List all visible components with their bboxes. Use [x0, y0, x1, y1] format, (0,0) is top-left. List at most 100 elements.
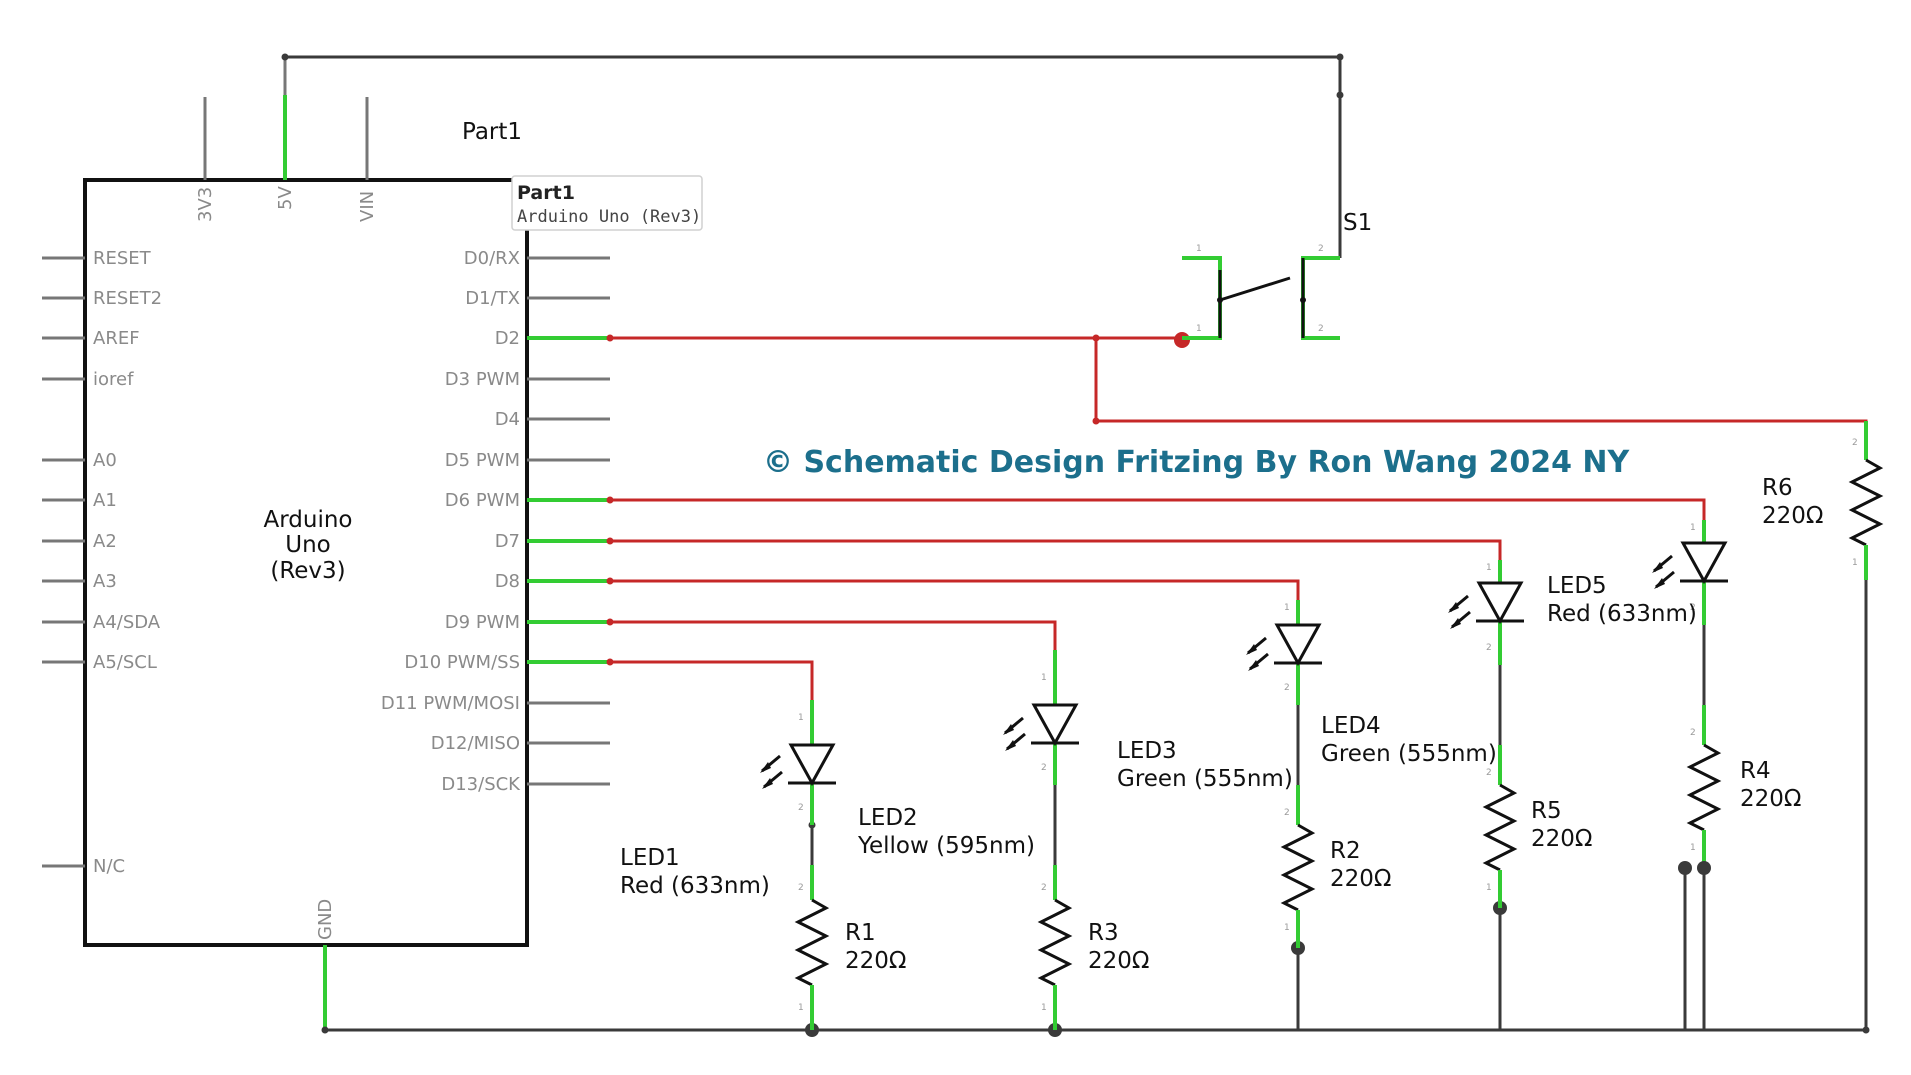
- svg-text:1: 1: [1041, 1003, 1047, 1013]
- svg-text:1: 1: [1486, 883, 1492, 893]
- r5[interactable]: 2 1: [1482, 665, 1518, 908]
- watermark-text: © Schematic Design Fritzing By Ron Wang …: [763, 445, 1631, 480]
- pin-label-5v: 5V: [275, 186, 296, 210]
- led5-name: LED5: [1547, 573, 1607, 599]
- led3-name: LED3: [1117, 738, 1177, 764]
- svg-text:2: 2: [1852, 438, 1858, 448]
- svg-text:2: 2: [1041, 883, 1047, 893]
- wire-d8-to-led3: [610, 579, 1300, 600]
- board-name-line-3: (Rev3): [270, 558, 345, 584]
- svg-text:1: 1: [1196, 324, 1202, 334]
- pin-label-d13: D13/SCK: [441, 774, 521, 795]
- r5-value: 220Ω: [1531, 826, 1592, 852]
- pin-label-a4-sda: A4/SDA: [93, 612, 161, 633]
- r5-name: R5: [1531, 798, 1562, 824]
- led2[interactable]: 1 2: [1003, 650, 1079, 785]
- tooltip-title: Part1: [517, 182, 575, 204]
- pin-label-a2: A2: [93, 531, 117, 552]
- led1-desc: Red (633nm): [620, 873, 770, 899]
- r3-value: 220Ω: [1088, 948, 1149, 974]
- svg-text:2: 2: [1041, 763, 1047, 773]
- pin-label-d3: D3 PWM: [445, 369, 520, 390]
- svg-text:1: 1: [1196, 244, 1202, 254]
- red-wires: [610, 336, 1868, 700]
- board-name-line-1: Arduino: [263, 507, 352, 533]
- r1-value: 220Ω: [845, 948, 906, 974]
- pin-label-a5-scl: A5/SCL: [93, 652, 157, 673]
- pin-label-gnd: GND: [315, 899, 336, 940]
- r2[interactable]: 2 1: [1280, 705, 1316, 948]
- pin-label-d5: D5 PWM: [445, 450, 520, 471]
- svg-text:2: 2: [1690, 728, 1696, 738]
- r3[interactable]: 2 1: [1037, 785, 1073, 1030]
- svg-text:2: 2: [1486, 643, 1492, 653]
- svg-text:2: 2: [798, 803, 804, 813]
- svg-text:2: 2: [1690, 603, 1696, 613]
- right-pins: D0/RX D1/TX D2 D3 PWM D4 D5 PWM D6 PWM D…: [381, 248, 610, 795]
- svg-text:1: 1: [1284, 923, 1290, 933]
- svg-text:2: 2: [1318, 244, 1324, 254]
- r6-value: 220Ω: [1762, 503, 1823, 529]
- pin-label-d1: D1/TX: [465, 288, 520, 309]
- led4-desc: Green (555nm): [1321, 741, 1497, 767]
- svg-text:1: 1: [1852, 558, 1858, 568]
- led2-desc: Yellow (595nm): [857, 833, 1035, 859]
- led5[interactable]: 1 2: [1652, 520, 1728, 625]
- pin-label-d4: D4: [495, 409, 520, 430]
- svg-text:1: 1: [1690, 843, 1696, 853]
- r1[interactable]: 2 1: [794, 825, 830, 1030]
- part-tooltip: [511, 175, 703, 231]
- r6[interactable]: 2 1: [1848, 421, 1884, 580]
- r4-value: 220Ω: [1740, 786, 1801, 812]
- svg-text:2: 2: [1284, 683, 1290, 693]
- wire-d7-to-led4: [610, 539, 1502, 560]
- pin-label-d8: D8: [495, 571, 520, 592]
- svg-text:2: 2: [1318, 324, 1324, 334]
- pin-label-d7: D7: [495, 531, 520, 552]
- arduino-body[interactable]: [83, 178, 529, 947]
- board-name-line-2: Uno: [285, 532, 330, 558]
- svg-text:2: 2: [1486, 768, 1492, 778]
- left-pins: RESET RESET2 AREF ioref A0 A1 A2 A3 A4/S…: [42, 248, 162, 877]
- pin-label-reset2: RESET2: [93, 288, 162, 309]
- led4[interactable]: 1 2: [1448, 560, 1524, 665]
- pin-label-d12: D12/MISO: [431, 733, 520, 754]
- pin-label-nc: N/C: [93, 856, 125, 877]
- pin-label-a1: A1: [93, 490, 117, 511]
- svg-text:1: 1: [1284, 603, 1290, 613]
- svg-text:1: 1: [1041, 673, 1047, 683]
- pin-label-a3: A3: [93, 571, 117, 592]
- led5-desc: Red (633nm): [1547, 601, 1697, 627]
- pin-label-aref: AREF: [93, 328, 140, 349]
- svg-text:1: 1: [798, 1003, 804, 1013]
- r4[interactable]: 2 1: [1686, 625, 1722, 1030]
- r2-name: R2: [1330, 838, 1361, 864]
- svg-text:1: 1: [1690, 523, 1696, 533]
- led1[interactable]: 1 2: [760, 700, 836, 825]
- pin-label-a0: A0: [93, 450, 117, 471]
- led3[interactable]: 1 2: [1246, 600, 1322, 705]
- r4-joint: [1697, 861, 1711, 875]
- wire-d10-to-led1: [610, 660, 814, 700]
- led1-name: LED1: [620, 845, 680, 871]
- wire-d2-to-r6: [1094, 338, 1868, 425]
- svg-text:1: 1: [1486, 563, 1492, 573]
- r3-name: R3: [1088, 920, 1119, 946]
- led4-name: LED4: [1321, 713, 1381, 739]
- pin-label-d0: D0/RX: [464, 248, 520, 269]
- pin-label-d10: D10 PWM/SS: [404, 652, 520, 673]
- switch-s1[interactable]: 1 2 1 2: [1182, 244, 1340, 340]
- r4-name: R4: [1740, 758, 1771, 784]
- wire-d9-to-led2: [610, 620, 1057, 650]
- pin-label-d9: D9 PWM: [445, 612, 520, 633]
- r1-name: R1: [845, 920, 876, 946]
- pin-label-reset: RESET: [93, 248, 152, 269]
- r2-value: 220Ω: [1330, 866, 1391, 892]
- r6-name: R6: [1762, 475, 1793, 501]
- part-label: Part1: [462, 119, 522, 145]
- pin-label-3v3: 3V3: [195, 187, 216, 222]
- switch-label: S1: [1343, 210, 1372, 236]
- tooltip-subtitle: Arduino Uno (Rev3): [517, 207, 701, 227]
- pin-label-d11: D11 PWM/MOSI: [381, 693, 520, 714]
